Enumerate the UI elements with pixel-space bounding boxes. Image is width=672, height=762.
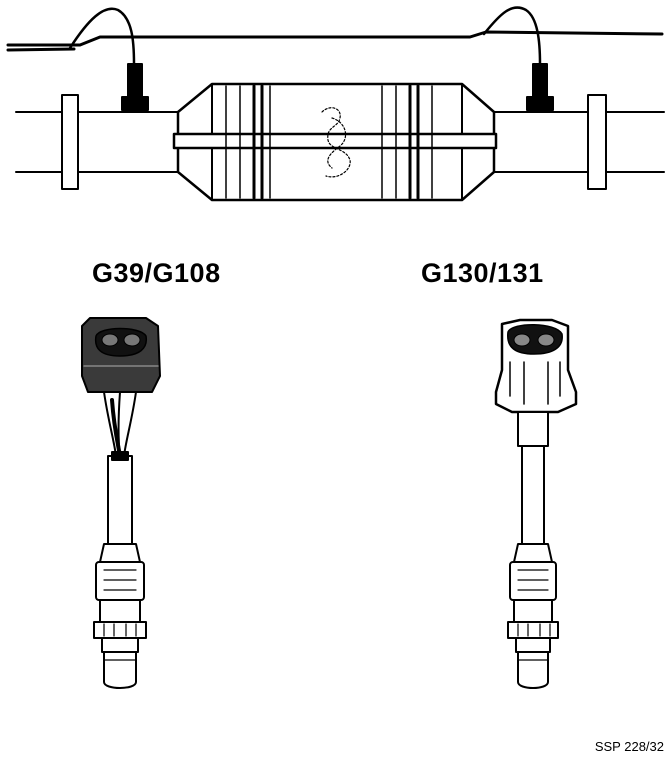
exhaust-pipe — [15, 111, 665, 173]
catalytic-converter — [172, 82, 498, 202]
downstream-sensor-label: G130/131 — [421, 258, 544, 288]
upstream-lead — [68, 7, 136, 66]
downstream-sensor-mount — [526, 63, 554, 111]
left-flange — [61, 94, 79, 190]
right-flange — [587, 94, 607, 190]
figure-reference: SSP 228/32 — [594, 739, 664, 754]
upstream-sensor-mount — [121, 63, 149, 111]
downstream-lead — [482, 6, 542, 66]
downstream-sensor — [494, 318, 578, 689]
upstream-sensor-label: G39/G108 — [92, 258, 221, 288]
wiring-harness — [6, 30, 664, 47]
upstream-sensor — [81, 317, 161, 689]
